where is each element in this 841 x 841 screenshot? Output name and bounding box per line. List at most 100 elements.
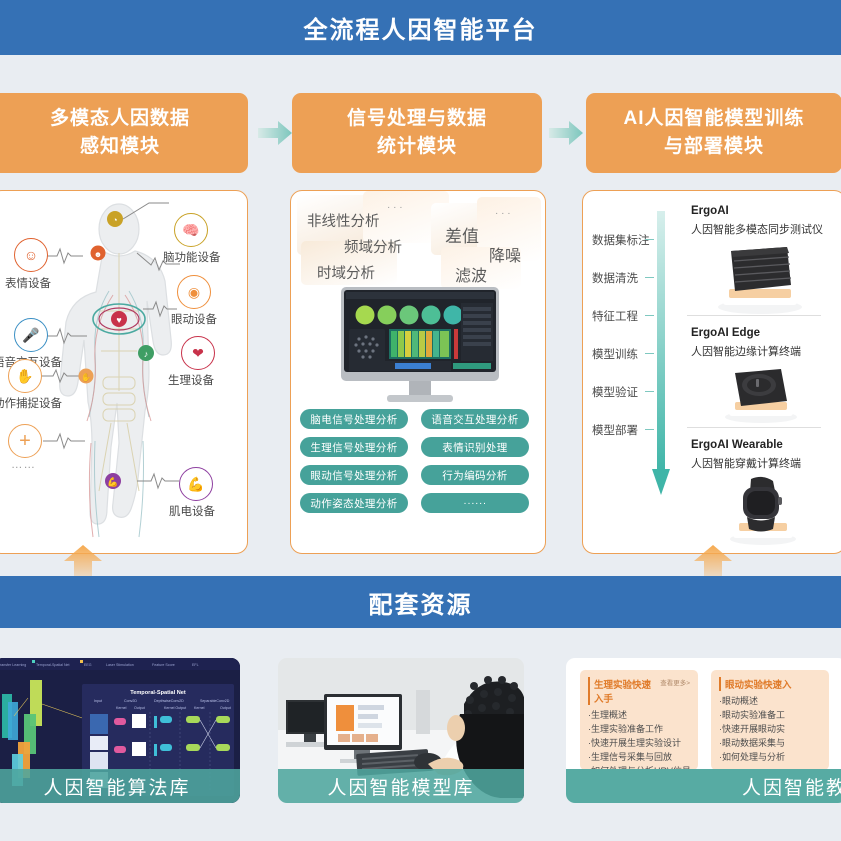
device-label-physio: 生理设备 [168,375,214,387]
svg-text:Temporal-Spatial Net: Temporal-Spatial Net [36,663,70,667]
product-name-2: ErgoAI Wearable [691,439,783,451]
tag-difference[interactable]: 差值 [445,227,479,246]
pill-voice[interactable]: 语音交互处理分析 [421,409,529,429]
step-label-3: 模型训练 [592,349,638,361]
step-label-0: 数据集标注 [592,235,650,247]
tag-ellipsis-2: · · · [495,208,511,219]
flow-arrow-icon-1 [258,121,292,145]
svg-text:Kernel Output: Kernel Output [164,706,186,710]
pill-physio[interactable]: 生理信号处理分析 [300,437,408,457]
doc-item[interactable]: ·生理信号采集与回放 [588,751,672,762]
resource-card-title-0: 人因智能算法库 [0,769,240,803]
device-icon-motion[interactable]: ✋ [8,359,42,393]
resource-card-model[interactable]: 人因智能模型库 [278,658,524,803]
resource-card-title-2: 人因智能教 [566,769,841,803]
doc-item[interactable]: ·眼动数据采集与 [719,737,785,748]
step-tick-1 [645,277,654,279]
step-tick-4 [645,391,654,393]
device-icon-physio[interactable]: ❤ [181,336,215,370]
pill-motion[interactable]: 动作姿态处理分析 [300,493,408,513]
module-title-line2: 统计模块 [376,136,457,157]
tag-nonlinear[interactable]: 非线性分析 [307,214,380,230]
product-image-edge [725,369,797,423]
ai-panel: 数据集标注 数据清洗 特征工程 模型训练 模型验证 模型部署 ErgoAI 人因… [582,190,841,554]
doc-item[interactable]: ·如何处理与分析 [719,751,785,762]
pill-eye[interactable]: 眼动信号处理分析 [300,465,408,485]
device-icon-expression[interactable]: ☺ [14,238,48,272]
flow-arrow-icon-2 [549,121,583,145]
product-image-wearable [730,476,796,545]
pill-eeg[interactable]: 脑电信号处理分析 [300,409,408,429]
doc-item[interactable]: ·生理概述 [588,710,627,720]
svg-text:☻: ☻ [94,250,102,259]
step-label-1: 数据清洗 [592,273,638,285]
device-label-more: …… [11,459,36,471]
doc-more-link-physio[interactable]: 查看更多> [660,680,690,687]
monitor-illustration [341,287,499,402]
svg-text:Kernel: Kernel [194,706,205,710]
tag-denoise[interactable]: 降噪 [489,248,522,265]
up-arrow-icon-2 [694,545,732,589]
product-desc-0: 人因智能多模态同步测试仪 [691,224,823,236]
doc-item[interactable]: ·眼动实验准备工 [719,709,785,720]
module-box-sensing[interactable]: 多模态人因数据 感知模块 [0,93,248,173]
device-icon-more[interactable]: + [8,424,42,458]
pipeline-arrow-icon [652,211,670,495]
sensing-panel: ◔ ☻ ♥ ♪ ✋ 💪 🧠 脑功能设备 ◉ 眼动设备 ❤ 生理设备 💪 肌电设备… [0,190,248,554]
svg-text:SeparableConv2D: SeparableConv2D [200,699,230,703]
device-icon-eye[interactable]: ◉ [177,275,211,309]
doc-head-text-eye: 眼动实验快速入 [725,680,792,691]
svg-text:EEG: EEG [84,663,92,667]
svg-text:Temporal-Spatial Net: Temporal-Spatial Net [130,690,186,696]
svg-text:DepthwiseConv2D: DepthwiseConv2D [154,699,184,703]
tag-bg [301,241,397,285]
svg-text:✋: ✋ [81,372,91,382]
product-divider-1 [687,427,821,428]
device-icon-voice[interactable]: 🎤 [14,318,48,352]
product-desc-1: 人因智能边缘计算终端 [691,346,801,358]
device-label-eye: 眼动设备 [171,314,217,326]
doc-item[interactable]: ·快速开展生理实验设计 [588,737,681,748]
tag-frequency[interactable]: 频域分析 [344,240,402,256]
human-body-diagram: ◔ ☻ ♥ ♪ ✋ 💪 [41,202,180,538]
svg-text:◔: ◔ [112,215,117,225]
doc-item[interactable]: ·眼动概述 [719,696,758,706]
top-banner-title: 全流程人因智能平台 [303,17,538,44]
step-tick-2 [645,315,654,317]
svg-text:Laser Stimulation: Laser Stimulation [106,663,134,667]
device-label-brain: 脑功能设备 [163,252,221,264]
bottom-banner-title: 配套资源 [368,591,473,619]
device-icon-emg[interactable]: 💪 [179,467,213,501]
pill-expression[interactable]: 表情识别处理 [421,437,529,457]
product-divider-0 [687,315,821,316]
bottom-banner: 配套资源 [0,576,841,628]
step-label-2: 特征工程 [592,311,638,323]
pill-behavior[interactable]: 行为编码分析 [421,465,529,485]
module-box-ai[interactable]: AI人因智能模型训练 与部署模块 [586,93,841,173]
svg-text:Conv2D: Conv2D [124,699,137,703]
step-label-5: 模型部署 [592,425,638,437]
product-image-server [718,247,802,314]
resource-card-title-1: 人因智能模型库 [278,769,524,803]
device-label-emg: 肌电设备 [169,506,215,518]
module-title-line1: AI人因智能模型训练 [623,107,805,129]
module-box-processing[interactable]: 信号处理与数据 统计模块 [292,93,542,173]
svg-text:EFL: EFL [192,663,199,667]
svg-text:Input: Input [94,699,102,703]
doc-head-eye: 眼动实验快速入 [719,677,821,691]
resource-card-education[interactable]: 查看更多> 生理实验快速入手 ·生理概述 ·生理实验准备工作 ·快速开展生理实验… [566,658,841,803]
module-header-row: 多模态人因数据 感知模块 信号处理与数据 统计模块 AI人因智能模型训练 与部署… [0,93,841,179]
pill-more[interactable]: ······ [421,493,529,513]
product-name-0: ErgoAI [691,205,729,217]
tag-filter[interactable]: 滤波 [455,268,488,285]
product-desc-2: 人因智能穿戴计算终端 [691,458,801,470]
device-label-expression: 表情设备 [5,278,51,290]
doc-column-physio[interactable]: 查看更多> 生理实验快速入手 ·生理概述 ·生理实验准备工作 ·快速开展生理实验… [580,670,698,776]
tag-time-domain[interactable]: 时域分析 [317,266,375,282]
device-icon-brain[interactable]: 🧠 [174,213,208,247]
doc-column-eye[interactable]: 眼动实验快速入 ·眼动概述 ·眼动实验准备工 ·快速开展眼动实 ·眼动数据采集与… [711,670,829,770]
doc-item[interactable]: ·快速开展眼动实 [719,723,785,734]
top-banner: 全流程人因智能平台 [0,0,841,55]
doc-item[interactable]: ·生理实验准备工作 [588,723,663,734]
